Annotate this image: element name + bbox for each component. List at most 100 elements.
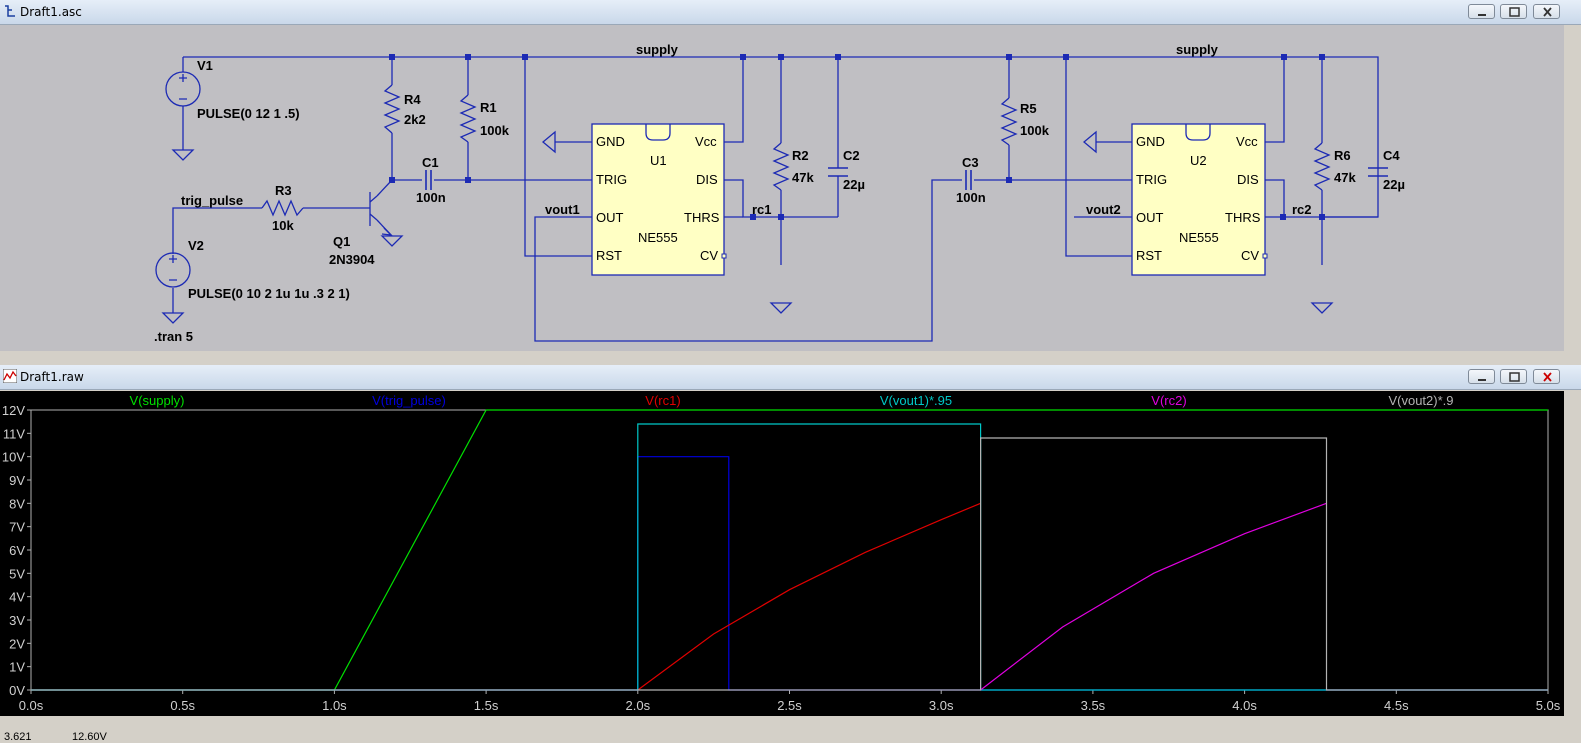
r2-name: R2 xyxy=(792,148,809,163)
y-tick-label: 7V xyxy=(9,520,25,535)
u1-value: NE555 xyxy=(638,230,678,245)
x-tick-label: 3.0s xyxy=(929,698,954,713)
plot-minimize-button[interactable] xyxy=(1468,369,1495,384)
waveform-icon xyxy=(3,369,17,383)
u2-pin-vcc: Vcc xyxy=(1236,134,1258,149)
plot-scrollbar[interactable] xyxy=(1564,391,1581,716)
plot-titlebar[interactable]: Draft1.raw xyxy=(0,365,1581,390)
trace-label[interactable]: V(vout2)*.9 xyxy=(1388,393,1453,408)
q1-transistor xyxy=(363,192,393,236)
window-separator xyxy=(0,351,1581,365)
v1-source xyxy=(165,71,201,107)
u2-pin-dis: DIS xyxy=(1237,172,1259,187)
trace-label[interactable]: V(supply) xyxy=(130,393,185,408)
c2-value: 22µ xyxy=(843,177,865,192)
waveform-plot[interactable]: V(supply) V(trig_pulse) V(rc1) V(vout1)*.95… xyxy=(0,391,1564,716)
trace-label[interactable]: V(trig_pulse) xyxy=(372,393,446,408)
minimize-icon xyxy=(1478,14,1486,16)
x-tick-label: 4.5s xyxy=(1384,698,1409,713)
schematic-icon xyxy=(5,5,15,17)
u1-pin-trig: TRIG xyxy=(596,172,627,187)
cursor-y-readout: 12.60V xyxy=(72,731,107,743)
ground-symbols xyxy=(161,130,1334,324)
u2-pin-cv: CV xyxy=(1241,248,1259,263)
trace-v-trig-pulse- xyxy=(31,456,1548,691)
u2-pin-trig: TRIG xyxy=(1136,172,1167,187)
trace-v-supply- xyxy=(31,409,1548,691)
y-tick-label: 1V xyxy=(9,660,25,675)
schematic-canvas[interactable]: V1 PULSE(0 12 1 .5) V2 PULSE(0 10 2 1u 1… xyxy=(0,25,1564,351)
schematic-scrollbar[interactable] xyxy=(1564,25,1581,351)
schematic-titlebar[interactable]: Draft1.asc xyxy=(0,0,1581,25)
net-vout1: vout1 xyxy=(545,202,580,217)
r6-value: 47k xyxy=(1334,170,1356,185)
tran-directive[interactable]: .tran 5 xyxy=(154,329,193,344)
r4-value: 2k2 xyxy=(404,112,426,127)
trace-label[interactable]: V(rc2) xyxy=(1151,393,1186,408)
y-tick-label: 9V xyxy=(9,473,25,488)
y-tick-label: 10V xyxy=(2,450,25,465)
trace-label[interactable]: V(rc1) xyxy=(645,393,680,408)
net-rc1: rc1 xyxy=(752,202,772,217)
y-tick-label: 12V xyxy=(2,403,25,418)
trace-label[interactable]: V(vout1)*.95 xyxy=(880,393,952,408)
r1-name: R1 xyxy=(480,100,497,115)
r5-name: R5 xyxy=(1020,101,1037,116)
schematic-window-title: Draft1.asc xyxy=(20,5,82,19)
u2-chip xyxy=(1131,123,1268,276)
plot-restore-button[interactable] xyxy=(1500,369,1527,384)
c1-name: C1 xyxy=(422,155,439,170)
x-tick-label: 0.5s xyxy=(170,698,195,713)
net-vout2: vout2 xyxy=(1086,202,1121,217)
minimize-button[interactable] xyxy=(1468,4,1495,19)
u1-pin-thrs: THRS xyxy=(684,210,720,225)
restore-icon xyxy=(1509,372,1520,382)
y-tick-label: 3V xyxy=(9,613,25,628)
c1-value: 100n xyxy=(416,190,446,205)
x-tick-label: 1.5s xyxy=(474,698,499,713)
plot-close-button[interactable] xyxy=(1533,369,1560,384)
minimize-icon xyxy=(1478,379,1486,381)
close-button[interactable] xyxy=(1533,4,1560,19)
trace-v-rc2- xyxy=(980,502,1327,691)
restore-icon xyxy=(1509,7,1520,17)
trace-v-rc1- xyxy=(637,502,981,691)
x-tick-label: 0.0s xyxy=(19,698,44,713)
schematic-wires xyxy=(172,56,1379,342)
v2-value: PULSE(0 10 2 1u 1u .3 2 1) xyxy=(188,286,350,301)
u2-pin-thrs: THRS xyxy=(1225,210,1261,225)
c3-name: C3 xyxy=(962,155,979,170)
q1-value: 2N3904 xyxy=(329,252,375,267)
r1-value: 100k xyxy=(480,123,510,138)
u2-pin-rst: RST xyxy=(1136,248,1162,263)
trace-v-vout2-9 xyxy=(31,437,1548,691)
trace-v-vout1-95 xyxy=(31,423,1548,691)
c4-value: 22µ xyxy=(1383,177,1405,192)
net-trig-pulse: trig_pulse xyxy=(181,193,243,208)
restore-button[interactable] xyxy=(1500,4,1527,19)
u1-pin-cv: CV xyxy=(700,248,718,263)
u1-pin-gnd: GND xyxy=(596,134,625,149)
close-icon xyxy=(1543,372,1552,382)
plot-window-title: Draft1.raw xyxy=(20,370,84,384)
plot-frame xyxy=(30,409,1549,691)
x-tick-label: 2.0s xyxy=(626,698,651,713)
r2-value: 47k xyxy=(792,170,814,185)
waveform-svg[interactable]: V(supply) V(trig_pulse) V(rc1) V(vout1)*.95… xyxy=(0,391,1564,716)
y-tick-label: 5V xyxy=(9,566,25,581)
net-rc2: rc2 xyxy=(1292,202,1312,217)
u1-name: U1 xyxy=(650,153,667,168)
net-supply-1: supply xyxy=(636,42,679,57)
c4-name: C4 xyxy=(1383,148,1400,163)
v1-name: V1 xyxy=(197,58,213,73)
u1-pin-out: OUT xyxy=(596,210,624,225)
x-tick-label: 2.5s xyxy=(777,698,802,713)
y-tick-label: 6V xyxy=(9,543,25,558)
u2-name: U2 xyxy=(1190,153,1207,168)
v2-source xyxy=(155,252,191,288)
y-tick-label: 11V xyxy=(3,426,25,441)
status-bar: 3.621 12.60V xyxy=(0,726,1581,743)
v2-name: V2 xyxy=(188,238,204,253)
resistors xyxy=(261,84,1331,217)
x-tick-label: 3.5s xyxy=(1081,698,1106,713)
